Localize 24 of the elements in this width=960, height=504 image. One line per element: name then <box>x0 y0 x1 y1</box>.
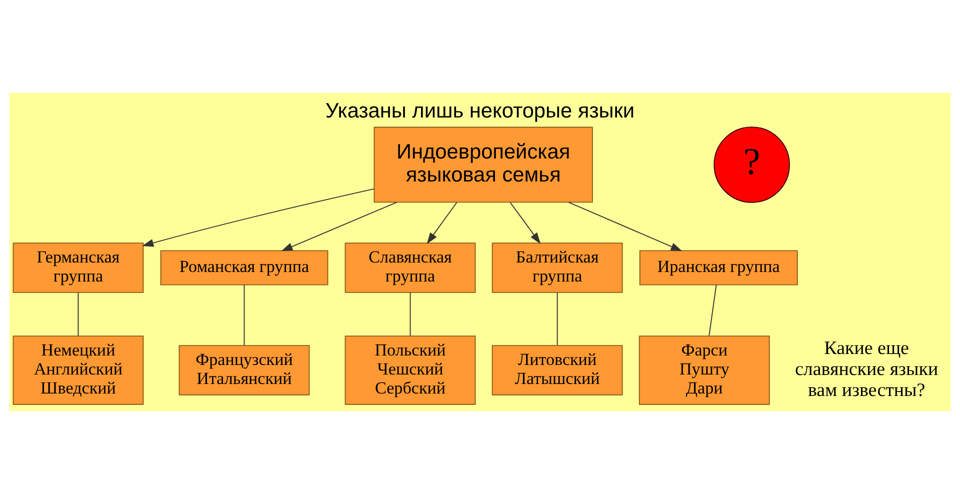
node-box: Индоевропейская языковая семья <box>374 126 593 203</box>
arrow <box>510 202 541 244</box>
arrow <box>426 202 458 244</box>
connector <box>556 292 558 346</box>
node-box: Немецкий Английский Шведский <box>12 336 144 405</box>
connector <box>244 284 245 346</box>
node-box: Балтийская группа <box>492 242 623 293</box>
connector <box>708 284 717 336</box>
node-box: Славянская группа <box>344 242 476 293</box>
node-box: Польский Чешский Сербский <box>344 336 476 405</box>
arrow <box>142 188 374 247</box>
node-box: Французский Итальянский <box>178 345 310 396</box>
label: Какие еще славянские языки вам известны? <box>795 338 938 401</box>
node-circle: ? <box>714 126 790 203</box>
connector <box>78 292 79 336</box>
arrow <box>568 202 682 252</box>
node-box: Германская группа <box>12 242 144 293</box>
connector <box>410 292 411 336</box>
node-box: Иранская группа <box>639 250 798 286</box>
arrow <box>281 202 398 252</box>
node-box: Литовский Латышский <box>492 345 623 396</box>
node-box: Фарси Пушту Дари <box>638 336 770 405</box>
diagram-title: Указаны лишь некоторые языки <box>325 99 635 122</box>
node-box: Романская группа <box>160 250 328 286</box>
